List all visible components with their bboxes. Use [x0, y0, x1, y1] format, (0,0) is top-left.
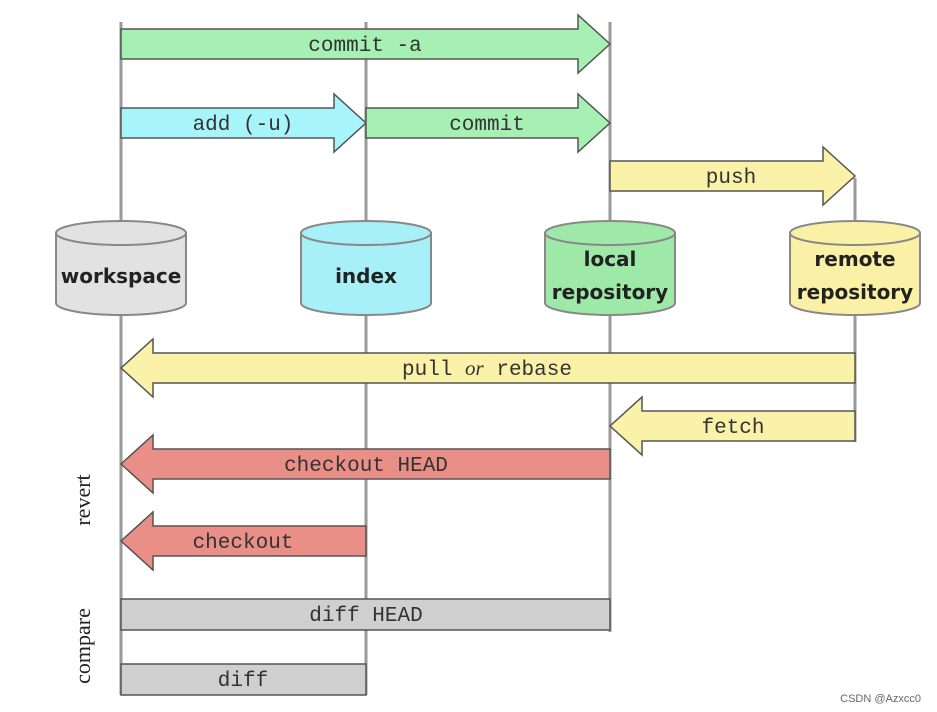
watermark: CSDN @Azxcc0	[840, 693, 921, 705]
commit-arrow-shape	[365, 92, 612, 154]
checkout-head-label: checkout HEAD	[284, 455, 448, 478]
remote-repository-label-line2: repository	[797, 280, 913, 304]
push-label: push	[706, 167, 756, 190]
fetch-arrow: fetch	[608, 395, 856, 457]
pull-or-rebase-arrow-shape	[119, 337, 856, 399]
commit-arrow: commit	[365, 92, 612, 154]
add-arrow-shape	[120, 92, 368, 154]
diff-head-bar: diff HEAD	[120, 598, 611, 631]
add-label: add (-u)	[193, 114, 294, 137]
index-cylinder-top	[300, 220, 432, 246]
local-repository-label-line2: repository	[552, 280, 668, 304]
index-label: index	[335, 264, 397, 288]
rebase-label-part: rebase	[484, 359, 572, 382]
local-repository-label-line1: local	[584, 247, 637, 271]
checkout-head-arrow-shape	[119, 433, 611, 495]
remote-repository-cylinder-body	[789, 232, 921, 316]
pull-or-rebase-label: pull or rebase	[402, 356, 572, 382]
workspace-label: workspace	[61, 264, 182, 288]
checkout-arrow: checkout	[119, 510, 367, 572]
remote-repository-cylinder-top	[789, 220, 921, 246]
checkout-arrow-shape	[119, 510, 367, 572]
commit-label: commit	[449, 114, 525, 137]
diff-head-label: diff HEAD	[309, 605, 422, 628]
or-label-part: or	[465, 356, 485, 380]
compare-side-label: compare	[70, 608, 95, 684]
revert-side-label: revert	[70, 474, 95, 525]
diff-head-bar-shape	[120, 598, 611, 631]
fetch-arrow-shape	[608, 395, 856, 457]
remote-repository-cylinder: remote repository	[789, 220, 921, 316]
push-arrow-shape	[609, 145, 857, 207]
local-repository-cylinder-top	[544, 220, 676, 246]
diff-bar: diff	[120, 663, 367, 696]
commit-a-label: commit -a	[308, 35, 421, 58]
add-arrow: add (-u)	[120, 92, 368, 154]
index-cylinder-body	[300, 232, 432, 316]
pull-or-rebase-arrow: pull or rebase	[119, 337, 856, 399]
local-repository-cylinder-body	[544, 232, 676, 316]
diff-label: diff	[218, 670, 268, 693]
workspace-cylinder-top	[55, 220, 187, 246]
workspace-cylinder-body	[55, 232, 187, 316]
commit-a-arrow-shape	[120, 13, 612, 75]
local-repository-cylinder: local repository	[544, 220, 676, 316]
remote-repository-label-line1: remote	[814, 247, 895, 271]
diff-bar-shape	[120, 663, 367, 696]
index-cylinder: index	[300, 220, 432, 316]
checkout-head-arrow: checkout HEAD	[119, 433, 611, 495]
fetch-label: fetch	[701, 417, 764, 440]
workspace-cylinder: workspace	[55, 220, 187, 316]
push-arrow: push	[609, 145, 857, 207]
commit-a-arrow: commit -a	[120, 13, 612, 75]
pull-label-part: pull	[402, 359, 465, 382]
checkout-label: checkout	[193, 532, 294, 555]
